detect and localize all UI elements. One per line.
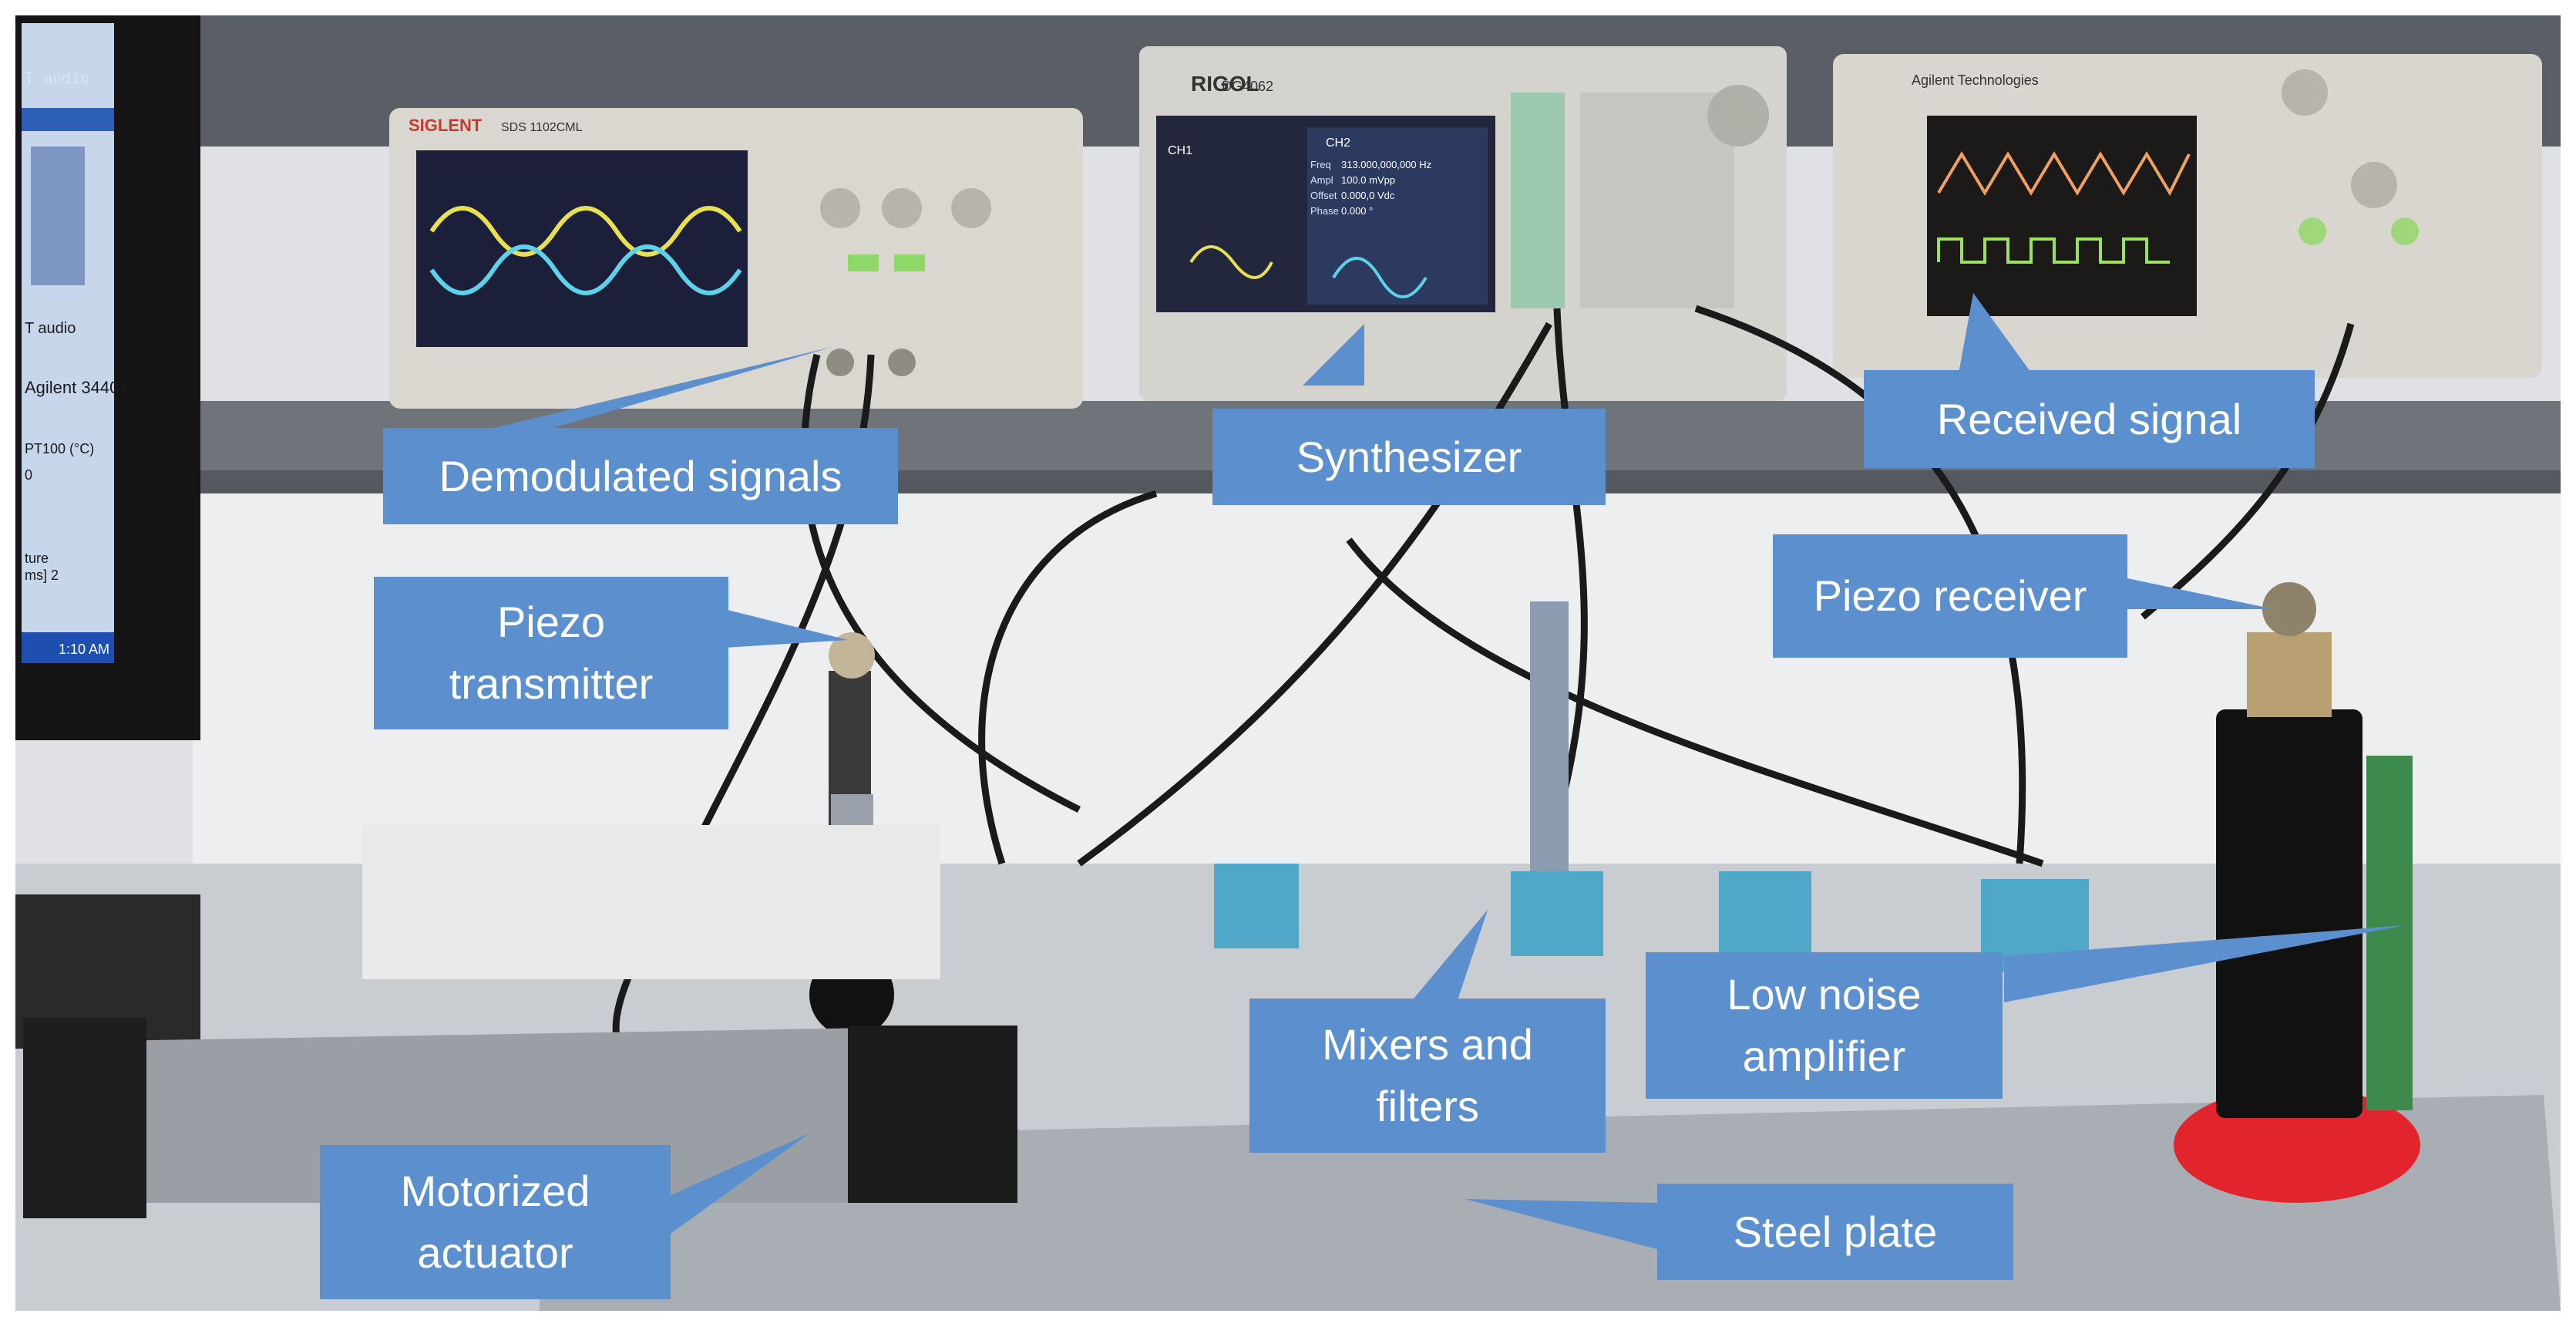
callout-synthesizer: Synthesizer <box>1212 409 1606 505</box>
callout-steel-plate: Steel plate <box>1657 1184 2013 1280</box>
piezo-receiver-assembly <box>2174 582 2420 1203</box>
monitor-text-2: T audio <box>25 320 76 337</box>
steel-plate-pointer <box>1465 1199 1657 1249</box>
monitor-text-1: T audio <box>25 69 89 87</box>
rigol-phase-value: 0.000 ° <box>1341 205 1373 217</box>
rigol-ch1: CH1 <box>1168 144 1192 157</box>
rigol-offset-value: 0.000,0 Vdc <box>1341 190 1395 201</box>
callout-piezo-receiver: Piezo receiver <box>1773 534 2127 658</box>
motorized-actuator-pointer <box>671 1133 809 1234</box>
monitor-text-7: ms] 2 <box>25 568 59 583</box>
callout-low-noise-amplifier: Low noise amplifier <box>1646 952 2003 1099</box>
mixers-pointer <box>1411 910 1488 1002</box>
low-noise-amplifier-pointer <box>2004 925 2405 1002</box>
callout-demodulated-signals: Demodulated signals <box>383 428 898 524</box>
rigol-model: DG4062 <box>1222 79 1273 94</box>
rigol-offset-label: Offset <box>1310 190 1337 201</box>
siglent-brand: SIGLENT <box>409 116 483 135</box>
siglent-oscilloscope: SIGLENT SDS 1102CML <box>389 108 1083 409</box>
monitor-text-5: 0 <box>25 467 32 483</box>
callout-received-signal: Received signal <box>1864 370 2315 468</box>
agilent-brand: Agilent Technologies <box>1912 72 2039 88</box>
monitor-text-4: PT100 (°C) <box>25 441 94 456</box>
rigol-phase-label: Phase <box>1310 205 1339 217</box>
demodulated-signals-pointer <box>478 347 832 432</box>
mixers-and-filters-boxes <box>1214 601 2089 972</box>
callout-motorized-actuator: Motorized actuator <box>320 1145 671 1299</box>
piezo-transmitter-pointer <box>725 609 848 648</box>
piezo-receiver-pointer <box>2127 578 2274 609</box>
callout-mixers-and-filters: Mixers and filters <box>1249 999 1606 1153</box>
left-monitor: T audio T audio Agilent 34401 PT100 (°C)… <box>15 15 200 740</box>
agilent-oscilloscope: Agilent Technologies <box>1833 54 2542 378</box>
received-signal-pointer <box>1958 293 2035 378</box>
rigol-freq-label: Freq <box>1310 159 1331 170</box>
monitor-text-3: Agilent 34401 <box>25 378 129 397</box>
rigol-ch2: CH2 <box>1326 136 1350 150</box>
callout-piezo-transmitter: Piezo transmitter <box>374 577 728 729</box>
rigol-brand: RIGOL <box>1191 72 1259 96</box>
rigol-ampl-value: 100.0 mVpp <box>1341 174 1395 186</box>
monitor-text-6: ture <box>25 551 49 566</box>
rigol-freq-value: 313.000,000,000 Hz <box>1341 159 1431 170</box>
siglent-model: SDS 1102CML <box>501 121 583 134</box>
monitor-clock: 1:10 AM <box>59 642 109 657</box>
synthesizer-pointer <box>1303 324 1364 386</box>
rigol-synthesizer: RIGOL DG4062 CH1 CH2 Freq 313.000,000,00… <box>1139 46 1787 401</box>
rigol-ampl-label: Ampl <box>1310 174 1333 186</box>
motorized-actuator-stage <box>23 825 1017 1218</box>
